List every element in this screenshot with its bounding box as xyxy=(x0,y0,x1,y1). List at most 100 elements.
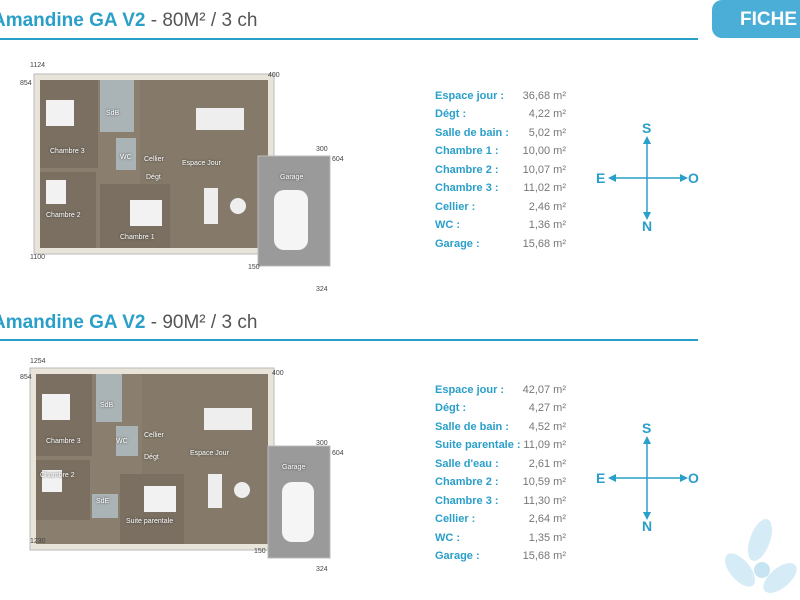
plan1-compass-right: O xyxy=(688,170,699,186)
plan2-compass-bottom: N xyxy=(642,518,653,534)
plan1-room-3: Chambre 1 : xyxy=(435,145,499,157)
plan1-room-6: Cellier : xyxy=(435,201,476,213)
plan1-dim-garage-right: 604 xyxy=(332,156,344,163)
plan2-label-garage: Garage xyxy=(282,464,306,471)
plan2-area-5: 10,59 m² xyxy=(522,476,566,488)
plan1-title: Amandine GA V2 - 80M² / 3 ch xyxy=(0,10,257,32)
plan1-compass-left: E xyxy=(596,170,606,186)
plan1-room-7: WC : xyxy=(435,219,461,231)
plan1-dim-garage-bottom: 324 xyxy=(316,286,328,293)
plan2-compass-right: O xyxy=(688,470,699,486)
plan2-rule xyxy=(0,339,698,341)
plan2-area-7: 2,64 m² xyxy=(528,513,566,525)
plan1-compass-bottom: N xyxy=(642,218,653,234)
plan2-room-4: Salle d'eau : xyxy=(435,458,499,470)
plan2-area-8: 1,35 m² xyxy=(528,532,566,544)
plan2-room-9: Garage : xyxy=(435,550,480,562)
plan2-room-7: Cellier : xyxy=(435,513,476,525)
plan2-room-3: Suite parentale : xyxy=(435,439,521,451)
plan2-title-sep: - xyxy=(145,312,163,333)
plan2-label-cellier: Cellier xyxy=(144,432,164,439)
plan1-label-degt: Dégt xyxy=(146,174,161,181)
plan1-label-chambre2: Chambre 2 xyxy=(46,212,81,219)
plan2-label-sdb: SdB xyxy=(100,402,114,409)
plan1-rule xyxy=(0,38,698,40)
plan1-area-6: 2,46 m² xyxy=(528,201,566,213)
plan1-label-sdb: SdB xyxy=(106,110,120,117)
plan2-dim-garage-top: 300 xyxy=(316,440,328,447)
plan1-area-2: 5,02 m² xyxy=(528,127,566,139)
plan2-floorplan: 1254 854 1230 400 300 604 150 324 Chambr… xyxy=(20,358,344,580)
plan2-dim-bottom: 1230 xyxy=(30,538,46,545)
plan1-room-0: Espace jour : xyxy=(435,90,505,102)
plan1-room-list: Espace jour : Dégt : Salle de bain : Cha… xyxy=(435,90,555,260)
plan1-floorplan-drawing xyxy=(33,73,331,267)
plan2-dim-right-top: 400 xyxy=(272,370,284,377)
plan1-label-cellier: Cellier xyxy=(144,156,164,163)
plan1-dim-top: 1124 xyxy=(30,62,46,69)
plan2-area-2: 4,52 m² xyxy=(528,421,566,433)
plan2-label-degt: Dégt xyxy=(144,454,159,461)
plan2-label-espace-jour: Espace Jour xyxy=(190,450,229,457)
plan2-room-2: Salle de bain : xyxy=(435,421,509,433)
plan2-area-0: 42,07 m² xyxy=(522,384,566,396)
plan1-label-wc: WC xyxy=(120,154,132,161)
plan1-label-garage: Garage xyxy=(280,174,304,181)
plan1-area-7: 1,36 m² xyxy=(528,219,566,231)
plan1-dim-right-top: 400 xyxy=(268,72,280,79)
plan1-room-5: Chambre 3 : xyxy=(435,182,499,194)
plan2-area-6: 11,30 m² xyxy=(523,495,566,507)
plan1-label-chambre1: Chambre 1 xyxy=(120,234,155,241)
plan1-area-0: 36,68 m² xyxy=(522,90,566,102)
plan2-area-9: 15,68 m² xyxy=(522,550,566,562)
plan2-dim-garage-left: 150 xyxy=(254,548,266,555)
plan1-dim-bottom: 1100 xyxy=(30,254,46,261)
plan2-dim-garage-right: 604 xyxy=(332,450,344,457)
plan1-area-list: 36,68 m² 4,22 m² 5,02 m² 10,00 m² 10,07 … xyxy=(500,90,566,260)
plan2-compass: S E O N xyxy=(592,420,702,538)
plan2-label-chambre2: Chambre 2 xyxy=(40,472,75,479)
plan2-area-1: 4,27 m² xyxy=(528,402,566,414)
plan1-area-5: 11,02 m² xyxy=(523,182,566,194)
plan1-compass-top: S xyxy=(642,120,652,136)
plan2-label-suite: Suite parentale xyxy=(126,518,174,525)
plan2-area-3: 11,09 m² xyxy=(523,439,566,451)
plan1-room-1: Dégt : xyxy=(435,108,467,120)
plan2-dim-left: 854 xyxy=(20,374,32,381)
plan1-label-espace-jour: Espace Jour xyxy=(182,160,221,167)
plan1-room-8: Garage : xyxy=(435,238,480,250)
plan1-area-8: 15,68 m² xyxy=(522,238,566,250)
plan2-dim-top: 1254 xyxy=(30,358,46,365)
plan2-area-list: 42,07 m² 4,27 m² 4,52 m² 11,09 m² 2,61 m… xyxy=(500,384,566,574)
plan2-area-4: 2,61 m² xyxy=(528,458,566,470)
plan1-dim-garage-top: 300 xyxy=(316,146,328,153)
plan2-title-spec: 90M² / 3 ch xyxy=(162,312,258,333)
plan2-dim-garage-bottom: 324 xyxy=(316,566,328,573)
plan2-title: Amandine GA V2 - 90M² / 3 ch xyxy=(0,312,257,334)
plan1-floorplan: 1124 854 1100 400 300 604 150 324 Chambr… xyxy=(20,60,344,300)
plan2-compass-arrows xyxy=(608,436,688,520)
plan1-title-sep: - xyxy=(145,10,163,31)
plan2-label-chambre3: Chambre 3 xyxy=(46,438,81,445)
plan1-room-2: Salle de bain : xyxy=(435,127,509,139)
leaf-watermark-icon xyxy=(725,519,797,593)
plan2-room-list: Espace jour : Dégt : Salle de bain : Sui… xyxy=(435,384,555,574)
plan2-room-8: WC : xyxy=(435,532,461,544)
plan1-area-4: 10,07 m² xyxy=(522,164,566,176)
plan2-floorplan-drawing xyxy=(29,367,331,559)
plan1-title-name: Amandine GA V2 xyxy=(0,10,146,31)
plan1-compass-arrows xyxy=(608,136,688,220)
plan1-title-spec: 80M² / 3 ch xyxy=(162,10,258,31)
plan2-label-sde: SdE xyxy=(96,498,110,505)
plan2-room-6: Chambre 3 : xyxy=(435,495,499,507)
fiche-tab[interactable]: FICHE xyxy=(712,0,800,38)
plan1-dim-garage-left: 150 xyxy=(248,264,260,271)
plan2-room-5: Chambre 2 : xyxy=(435,476,499,488)
plan1-room-4: Chambre 2 : xyxy=(435,164,499,176)
plan2-room-1: Dégt : xyxy=(435,402,467,414)
plan2-compass-left: E xyxy=(596,470,606,486)
plan2-room-0: Espace jour : xyxy=(435,384,505,396)
plan2-title-name: Amandine GA V2 xyxy=(0,312,146,333)
plan1-compass: S E O N xyxy=(592,120,702,238)
plan1-label-chambre3: Chambre 3 xyxy=(50,148,85,155)
